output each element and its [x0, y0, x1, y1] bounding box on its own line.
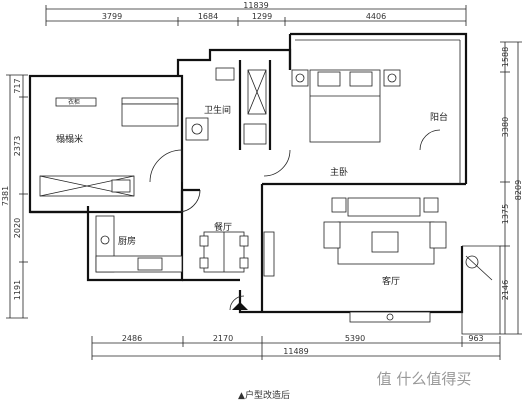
watermark: 值 什么值得买	[377, 370, 472, 388]
dim-top-total: 11839	[243, 1, 268, 10]
left-dimensions: 7381 717 2373 2020 1191	[1, 74, 28, 319]
dim-top-4: 4406	[366, 12, 386, 21]
bathroom-label: 卫生间	[204, 104, 231, 116]
dim-bottom-3: 5390	[345, 334, 365, 343]
top-dimensions: 11839 3799 1684 1299 4406	[45, 1, 467, 26]
kitchen-fixtures	[95, 215, 183, 273]
dim-right-1: 1588	[501, 47, 510, 67]
living-label: 客厅	[382, 275, 400, 287]
dim-top-1: 3799	[102, 12, 122, 21]
dim-left-1: 717	[13, 78, 22, 93]
dim-bottom-4: 963	[468, 334, 483, 343]
dim-right-2: 3380	[501, 117, 510, 137]
dim-bottom-2: 2170	[213, 334, 233, 343]
balcony-label: 阳台	[430, 111, 448, 123]
dim-left-3: 2020	[13, 218, 22, 238]
dim-top-3: 1299	[252, 12, 272, 21]
door-arcs	[149, 129, 441, 311]
dim-bottom-total: 11489	[283, 347, 308, 356]
dim-left-total: 7381	[1, 186, 10, 206]
dining-label: 餐厅	[214, 221, 232, 233]
dim-right-3: 1375	[501, 204, 510, 224]
room-labels: 衣柜 榻榻米 卫生间 主卧 阳台 厨房 餐厅 客厅	[56, 98, 448, 287]
tatami-label: 榻榻米	[56, 133, 83, 145]
dim-left-4: 1191	[13, 280, 22, 300]
dim-right-total: 8209	[514, 180, 523, 200]
living-sofa-set	[323, 197, 493, 323]
master-bed	[291, 69, 401, 143]
wardrobe-label: 衣柜	[68, 98, 80, 106]
kitchen-label: 厨房	[118, 235, 136, 247]
dim-bottom-1: 2486	[122, 334, 142, 343]
dim-right-4: 2146	[501, 280, 510, 300]
caption: ▲户型改造后	[238, 389, 290, 401]
master-bedroom-label: 主卧	[330, 166, 348, 178]
dim-left-2: 2373	[13, 136, 22, 156]
dim-top-2: 1684	[198, 12, 218, 21]
right-dimensions: 1588 3380 1375 2146 8209	[500, 41, 523, 335]
tatami-furniture	[39, 97, 179, 197]
bathroom-fixtures	[185, 67, 267, 145]
dining-table	[199, 231, 275, 277]
bottom-dimensions: 2486 2170 5390 963 11489	[91, 334, 501, 360]
